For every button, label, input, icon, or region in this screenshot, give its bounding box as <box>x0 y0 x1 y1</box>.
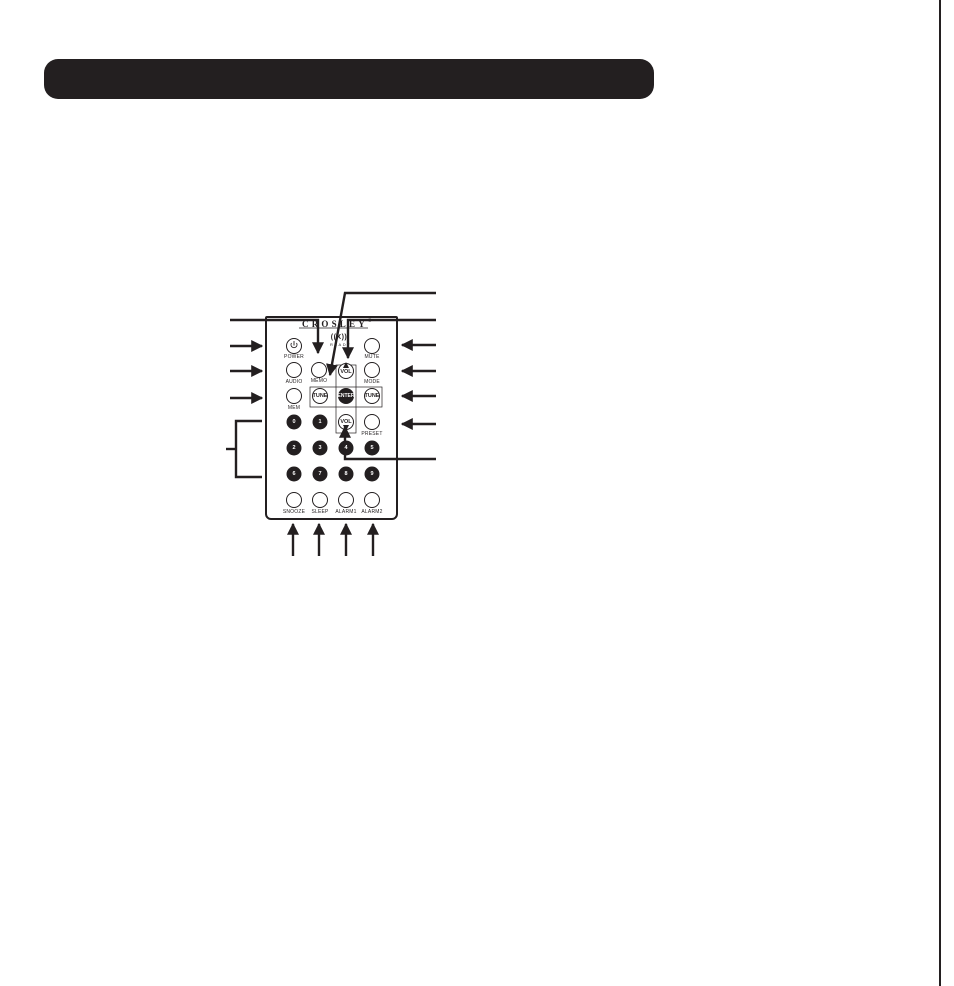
brand-logo: CROSLEY® <box>302 319 372 329</box>
memo-label: MEMO <box>310 378 328 384</box>
digits-bracket <box>226 419 262 479</box>
section-header-bar <box>44 59 654 99</box>
digit-label-1: 1 <box>318 419 322 425</box>
callout-arrows <box>230 291 436 556</box>
digit-label-7: 7 <box>318 471 322 477</box>
vol-down-text: VOL <box>340 419 352 425</box>
digit-label-2: 2 <box>292 445 296 451</box>
mem-button <box>286 388 302 404</box>
snooze-button <box>286 492 302 508</box>
digit-label-9: 9 <box>370 471 374 477</box>
xm-logo: ((X)) <box>330 334 348 341</box>
mode-label: MODE <box>364 379 380 385</box>
power-label: POWER <box>284 354 304 360</box>
power-icon <box>290 342 298 349</box>
alarm2-button <box>364 492 380 508</box>
alarm1-label: ALARM1 <box>335 509 357 515</box>
memo-button <box>311 362 327 378</box>
tune-right-button <box>364 388 380 404</box>
digit-button-2 <box>286 440 302 456</box>
tune-right-text: TUNE <box>364 393 380 399</box>
sleep-button <box>312 492 328 508</box>
digit-label-4: 4 <box>344 445 348 451</box>
snooze-label: SNOOZE <box>282 509 306 515</box>
digit-button-9 <box>364 466 380 482</box>
tune-left-button <box>312 388 328 404</box>
callout-memo <box>230 318 324 355</box>
digit-button-6 <box>286 466 302 482</box>
audio-button <box>286 362 302 378</box>
mode-button <box>364 362 380 378</box>
tune-left-text: TUNE <box>312 393 328 399</box>
preset-label: PRESET <box>361 431 383 437</box>
digit-button-7 <box>312 466 328 482</box>
mute-label: MUTE <box>364 354 380 360</box>
alarm2-label: ALARM2 <box>361 509 383 515</box>
digit-button-0 <box>286 414 302 430</box>
digit-label-5: 5 <box>370 445 374 451</box>
alarm1-button <box>338 492 354 508</box>
digit-label-8: 8 <box>344 471 348 477</box>
brand-mark: ® <box>367 319 372 324</box>
digit-button-1 <box>312 414 328 430</box>
digit-button-3 <box>312 440 328 456</box>
callout-vol-up <box>342 318 436 360</box>
xm-logo-sub: READY <box>330 342 352 347</box>
digit-button-5 <box>364 440 380 456</box>
digit-button-8 <box>338 466 354 482</box>
callout-vol-down <box>339 425 436 461</box>
callout-tune-left <box>326 291 436 377</box>
digit-label-0: 0 <box>292 419 296 425</box>
sleep-label: SLEEP <box>311 509 329 515</box>
digit-label-3: 3 <box>318 445 322 451</box>
enter-button <box>338 388 354 404</box>
vol-up-text: VOL <box>340 369 352 375</box>
mute-button <box>364 338 380 354</box>
preset-button <box>364 414 380 430</box>
digit-label-6: 6 <box>292 471 296 477</box>
page-edge-rule <box>939 0 941 986</box>
brand-text: CROSLEY <box>302 319 368 329</box>
enter-text: ENTER <box>337 393 355 399</box>
mem-label: MEM <box>287 405 301 411</box>
audio-label: AUDIO <box>285 379 303 385</box>
power-button <box>286 338 302 354</box>
